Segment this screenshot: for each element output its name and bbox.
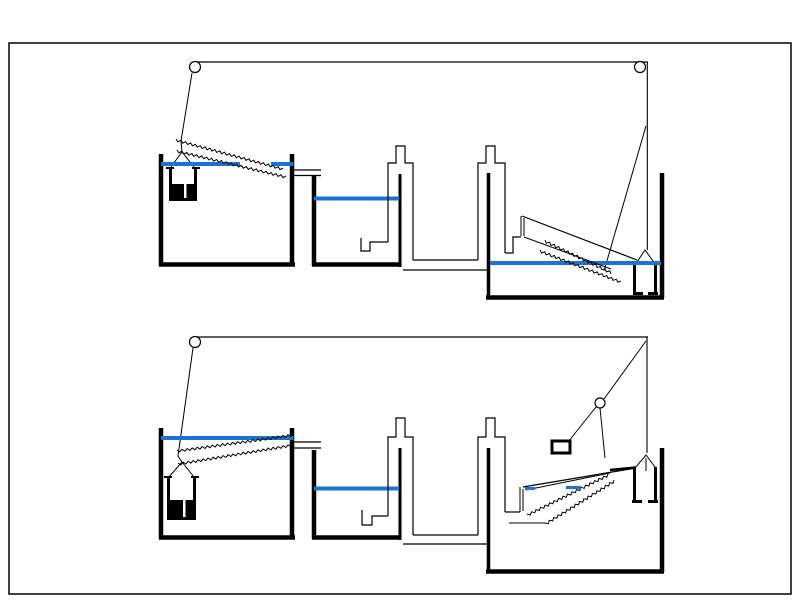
tilting-trough-upper-edge bbox=[176, 433, 294, 453]
tilting-trough-lower-edge bbox=[177, 443, 294, 466]
counter-weight bbox=[550, 439, 572, 455]
bucket1-hanger-v bbox=[168, 461, 195, 478]
siphon-tower1-intake bbox=[360, 238, 388, 252]
rope-left bbox=[177, 347, 194, 463]
siphon-tower2-outline bbox=[477, 145, 506, 260]
spill-trough-bottom-edge bbox=[523, 236, 612, 270]
bucket1-ballast-right bbox=[186, 184, 195, 199]
pulley-left bbox=[188, 60, 202, 74]
siphon-tower2-outlet bbox=[505, 236, 521, 254]
spill-trough-zigzag-a bbox=[526, 473, 609, 516]
rope-corner-to-pulley bbox=[603, 340, 647, 400]
pulley-right bbox=[633, 60, 647, 74]
hydraulic-machine-state-2 bbox=[158, 335, 665, 574]
siphon-tower1-intake bbox=[361, 510, 388, 526]
pulley-small bbox=[594, 397, 606, 409]
spill-trough-top-edge bbox=[521, 215, 638, 261]
spill-trough-zigzag-b bbox=[539, 249, 622, 283]
tilting-trough-lower-edge bbox=[176, 149, 287, 179]
rope-pulley-to-weight bbox=[567, 406, 597, 443]
rope-right-diagonal bbox=[603, 125, 647, 272]
siphon-tower1-outline bbox=[387, 417, 414, 535]
tilting-trough-upper-edge bbox=[175, 138, 284, 171]
rope-left bbox=[180, 72, 193, 153]
rope-pulley-to-trough bbox=[599, 407, 606, 459]
spill-trough-zigzag-a bbox=[544, 239, 612, 275]
outer-frame bbox=[8, 42, 792, 595]
hydraulic-machine-state-1 bbox=[158, 60, 665, 300]
bucket1-ballast-left bbox=[172, 184, 184, 199]
siphon-tower1-outline bbox=[387, 145, 414, 260]
bucket1-ballast-left bbox=[170, 500, 183, 518]
spill-trough-top-edge-a bbox=[522, 467, 637, 488]
spill-trough-top-edge-b bbox=[525, 472, 611, 491]
pulley-left bbox=[188, 335, 202, 349]
spill-trough-end-thick bbox=[609, 466, 637, 472]
bucket3-hanger-v bbox=[634, 454, 656, 469]
spill-trough-zigzag-b bbox=[544, 479, 615, 525]
siphon-tower2-outline bbox=[477, 417, 506, 535]
bucket2-hanger-v bbox=[634, 249, 657, 266]
bucket1-ballast-right bbox=[185, 500, 193, 518]
